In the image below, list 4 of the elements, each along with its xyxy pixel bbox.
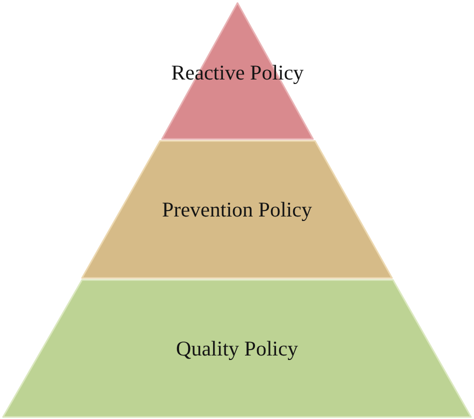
pyramid-tier xyxy=(82,141,392,278)
tier-label: Quality Policy xyxy=(176,336,298,362)
pyramid-tier xyxy=(3,280,471,417)
tier-label: Prevention Policy xyxy=(162,198,312,222)
